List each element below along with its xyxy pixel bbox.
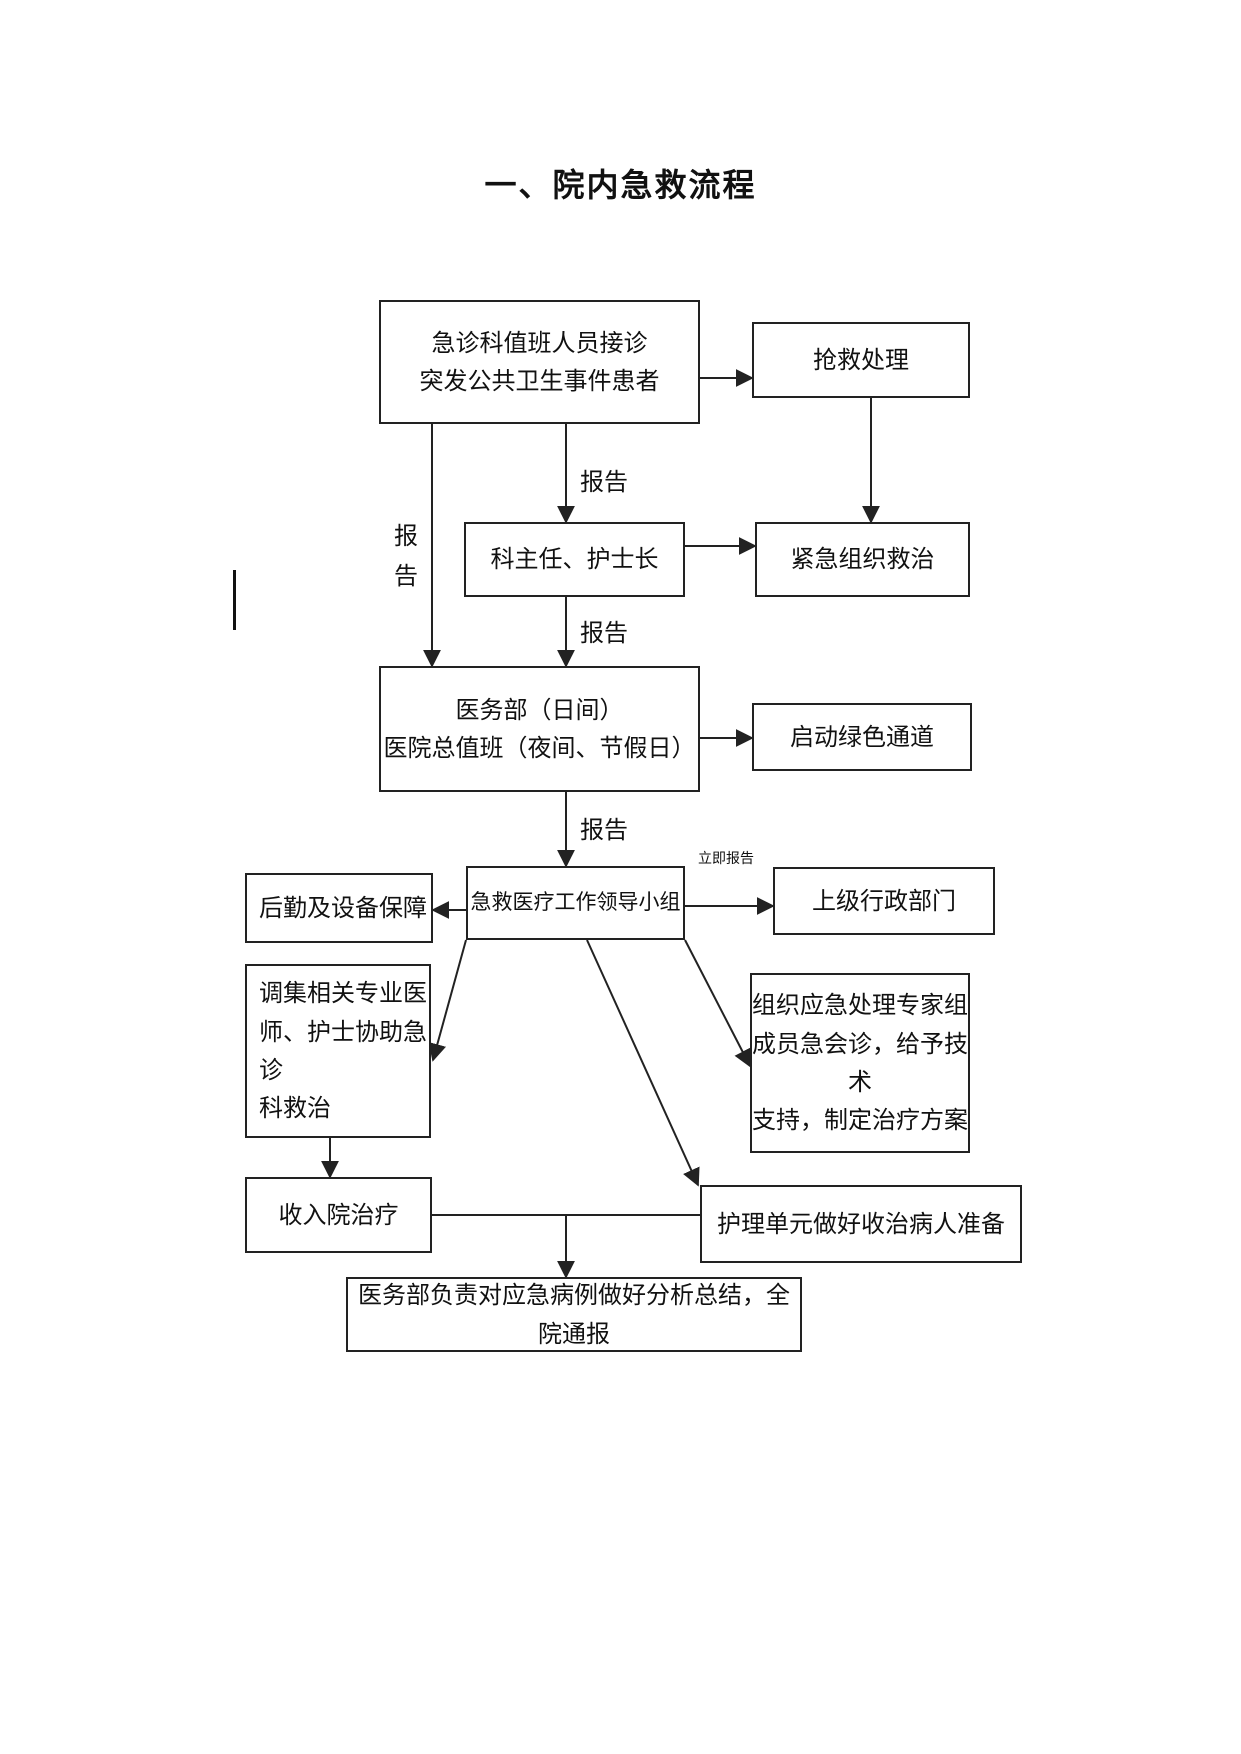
box-summary: 医务部负责对应急病例做好分析总结，全院通报 [346,1277,802,1352]
box-expert-team: 组织应急处理专家组 成员急会诊，给予技术 支持，制定治疗方案 [750,973,970,1153]
box-emergency-duty: 急诊科值班人员接诊 突发公共卫生事件患者 [379,300,700,424]
arrow-group-to-expert [684,939,751,1068]
box-rescue-text: 抢救处理 [813,345,909,374]
box-dispatch-doctors: 调集相关专业医 师、护士协助急诊 科救治 [245,964,431,1138]
box-dispatch-doctors-text: 调集相关专业医 师、护士协助急诊 科救治 [259,979,427,1123]
label-report-2: 报告 [580,619,628,647]
box-dept-head-text: 科主任、护士长 [490,545,659,574]
box-urgent-treat-text: 紧急组织救治 [790,545,935,574]
box-medical-dept-text: 医务部（日间） 医院总值班（夜间、节假日） [383,695,696,762]
arrow-group-to-dispatch [428,939,467,1062]
box-expert-team-text: 组织应急处理专家组 成员急会诊，给予技术 支持，制定治疗方案 [752,991,968,1135]
page-title: 一、院内急救流程 [484,166,757,204]
box-dept-head: 科主任、护士长 [464,522,685,597]
arrow-group-to-nursing [586,939,700,1187]
box-logistics-text: 后勤及设备保障 [259,893,427,922]
box-superior: 上级行政部门 [773,867,995,935]
box-green-channel: 启动绿色通道 [752,703,972,771]
label-report-immediate: 立即报告 [698,851,754,867]
box-nursing-unit-text: 护理单元做好收治病人准备 [717,1209,1005,1238]
box-superior-text: 上级行政部门 [812,886,956,915]
box-medical-dept: 医务部（日间） 医院总值班（夜间、节假日） [379,666,700,792]
box-logistics: 后勤及设备保障 [245,873,433,943]
box-admission: 收入院治疗 [245,1177,432,1253]
box-rescue: 抢救处理 [752,322,970,398]
box-leading-group: 急救医疗工作领导小组 [466,866,685,940]
box-leading-group-text: 急救医疗工作领导小组 [470,890,681,915]
box-admission-text: 收入院治疗 [278,1200,399,1229]
label-report-3: 报告 [580,816,628,844]
box-nursing-unit: 护理单元做好收治病人准备 [700,1185,1022,1263]
box-green-channel-text: 启动绿色通道 [790,722,934,751]
box-urgent-treat: 紧急组织救治 [755,522,970,597]
label-report-vertical: 报告 [394,522,418,590]
label-report-1: 报告 [580,468,628,496]
box-summary-text: 医务部负责对应急病例做好分析总结，全院通报 [358,1281,790,1348]
margin-line [233,570,236,630]
box-emergency-duty-text: 急诊科值班人员接诊 突发公共卫生事件患者 [419,328,660,395]
